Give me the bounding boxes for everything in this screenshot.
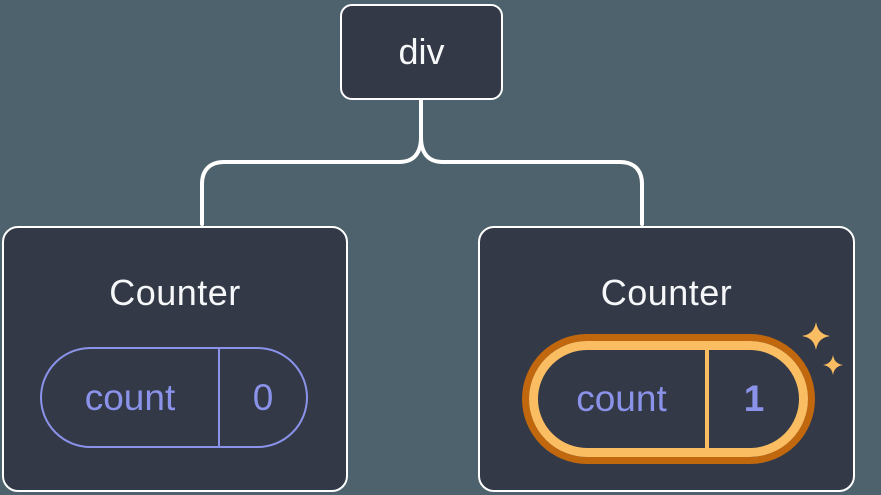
root-node: div	[340, 4, 503, 100]
state-key: count	[576, 378, 667, 419]
counter-title: Counter	[109, 272, 241, 313]
counter-card-right: Counter count 1	[478, 226, 855, 492]
pill-divider	[705, 350, 709, 448]
root-node-label: div	[398, 31, 445, 72]
connector-right-branch	[419, 135, 644, 226]
counter-title: Counter	[600, 272, 733, 313]
state-value: 0	[252, 376, 274, 418]
connector-left-branch	[200, 135, 423, 226]
state-value: 1	[743, 378, 765, 419]
state-pill-highlighted: count 1	[529, 341, 808, 457]
counter-card-left: Counter count 0	[2, 226, 348, 492]
pill-divider	[218, 349, 220, 446]
state-pill: count 0	[40, 347, 308, 448]
state-key: count	[84, 376, 176, 418]
